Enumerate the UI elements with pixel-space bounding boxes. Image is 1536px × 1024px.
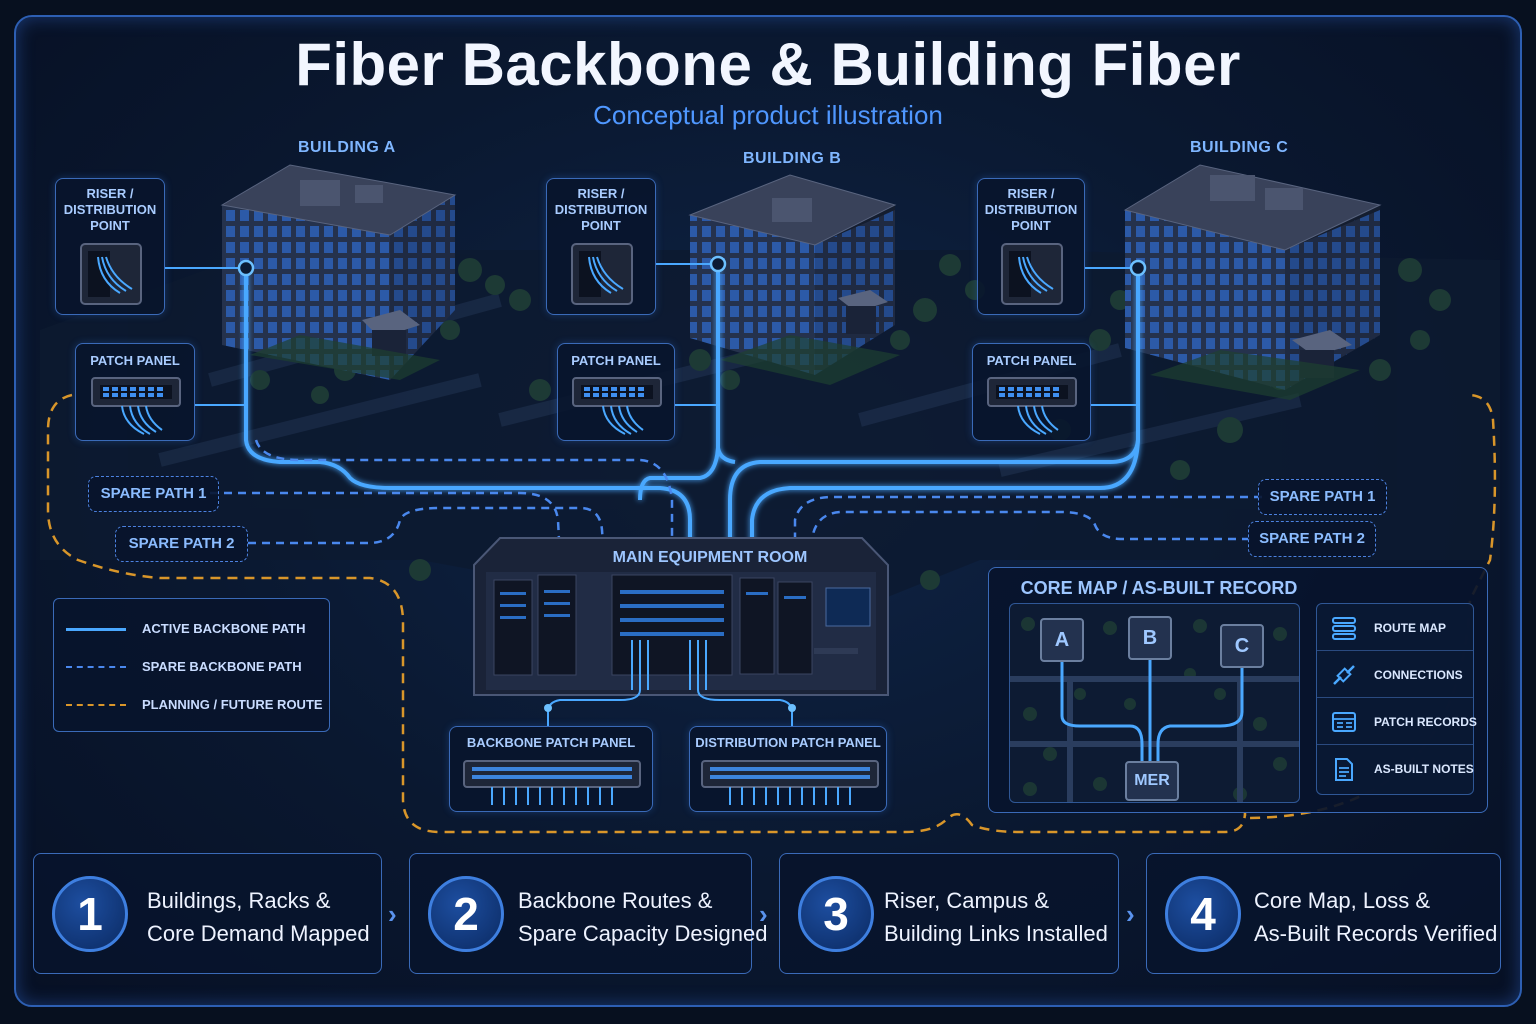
core-map-view[interactable]: A B C MER	[1009, 603, 1300, 803]
core-node-b[interactable]: B	[1128, 616, 1172, 660]
menu-route-map[interactable]: ROUTE MAP	[1317, 604, 1473, 651]
active-backbone-paths	[244, 265, 1140, 560]
core-map-menu: ROUTE MAP CONNECTIONS PATCH RECORDS AS-B…	[1316, 603, 1477, 795]
legend-future: PLANNING / FUTURE ROUTE	[66, 695, 326, 715]
spare-backbone-paths	[210, 439, 1262, 561]
chevron-right-icon: ›	[759, 899, 768, 929]
patch-panel-label: PATCH PANEL	[986, 353, 1077, 368]
building-a-patch-panel-card[interactable]: PATCH PANEL	[75, 343, 195, 441]
backbone-patch-panel-card[interactable]: BACKBONE PATCH PANEL	[449, 726, 653, 812]
card-connectors	[165, 263, 1138, 406]
patch-panel-icon	[987, 377, 1077, 435]
spare-path-1-left[interactable]: SPARE PATH 1	[88, 476, 219, 512]
patch-records-icon	[1332, 712, 1356, 732]
core-node-c[interactable]: C	[1220, 624, 1264, 668]
as-built-notes-icon	[1335, 758, 1353, 781]
core-map-panel: CORE MAP / AS-BUILT RECORD A B C MER	[988, 567, 1488, 813]
step-2-text: Backbone Routes &Spare Capacity Designed	[518, 888, 768, 946]
step-3-number: 3	[798, 876, 874, 952]
core-node-a[interactable]: A	[1040, 618, 1084, 662]
mer-node-right	[788, 704, 796, 712]
patch-panel-label: PATCH PANEL	[90, 353, 180, 368]
step-1-number: 1	[52, 876, 128, 952]
step-4-number: 4	[1165, 876, 1241, 952]
spare-path-2-right[interactable]: SPARE PATH 2	[1248, 521, 1376, 557]
legend-spare-label: SPARE BACKBONE PATH	[142, 659, 302, 674]
distribution-patch-panel-icon	[701, 760, 879, 805]
building-b-label: BUILDING B	[743, 150, 842, 167]
building-c-label: BUILDING C	[1190, 139, 1289, 156]
trees	[250, 254, 1451, 590]
legend-future-label: PLANNING / FUTURE ROUTE	[142, 697, 323, 712]
patch-panel-icon	[572, 377, 662, 435]
distribution-patch-panel-label: DISTRIBUTION PATCH PANEL	[695, 735, 881, 750]
step-3: 3 Riser, Campus &Building Links Installe…	[779, 853, 1119, 974]
step-2-number: 2	[428, 876, 504, 952]
page-title: Fiber Backbone & Building Fiber	[295, 31, 1241, 98]
mer-node-left	[544, 704, 552, 712]
step-2: 2 Backbone Routes &Spare Capacity Design…	[409, 853, 767, 974]
mer-label: MAIN EQUIPMENT ROOM	[612, 549, 808, 566]
legend-spare-swatch	[66, 666, 126, 668]
building-b-illustration	[688, 174, 900, 385]
core-node-mer[interactable]: MER	[1125, 761, 1179, 801]
legend-active-swatch	[66, 628, 126, 631]
menu-connections-label: CONNECTIONS	[1374, 668, 1463, 682]
menu-patch-records[interactable]: PATCH RECORDS	[1317, 698, 1477, 745]
riser-cabinet-icon	[80, 243, 142, 305]
chevron-right-icon: ›	[1126, 899, 1135, 929]
step-1-text: Buildings, Racks &Core Demand Mapped	[147, 888, 370, 946]
spare-path-1-right[interactable]: SPARE PATH 1	[1258, 479, 1387, 515]
step-1: 1 Buildings, Racks &Core Demand Mapped	[33, 853, 382, 974]
legend-spare: SPARE BACKBONE PATH	[66, 657, 326, 677]
patch-panel-icon	[91, 377, 181, 435]
step-4: 4 Core Map, Loss &As-Built Records Verif…	[1146, 853, 1501, 974]
legend-active-label: ACTIVE BACKBONE PATH	[142, 621, 306, 636]
route-map-icon	[1332, 617, 1356, 640]
step-3-text: Riser, Campus &Building Links Installed	[884, 888, 1108, 946]
legend: ACTIVE BACKBONE PATH SPARE BACKBONE PATH…	[53, 598, 330, 732]
menu-route-map-label: ROUTE MAP	[1374, 621, 1446, 635]
core-map-title: CORE MAP / AS-BUILT RECORD	[1020, 578, 1298, 598]
legend-active: ACTIVE BACKBONE PATH	[66, 619, 326, 639]
building-b-patch-panel-card[interactable]: PATCH PANEL	[557, 343, 675, 441]
riser-cabinet-icon	[1001, 243, 1063, 305]
step-4-text: Core Map, Loss &As-Built Records Verifie…	[1254, 888, 1498, 946]
chevron-right-icon: ›	[388, 899, 397, 929]
building-c-patch-panel-card[interactable]: PATCH PANEL	[972, 343, 1091, 441]
backbone-patch-panel-icon	[463, 760, 641, 805]
patch-panel-label: PATCH PANEL	[571, 353, 661, 368]
building-a-label: BUILDING A	[298, 139, 396, 156]
spare-path-2-left[interactable]: SPARE PATH 2	[115, 526, 248, 562]
building-a-illustration	[220, 164, 457, 380]
page-subtitle: Conceptual product illustration	[593, 100, 943, 130]
riser-cabinet-icon	[571, 243, 633, 305]
riser-nodes	[237, 255, 1147, 277]
core-map-graphic	[1010, 617, 1299, 802]
connections-icon	[1333, 665, 1355, 685]
distribution-patch-panel-card[interactable]: DISTRIBUTION PATCH PANEL	[689, 726, 887, 812]
backbone-patch-panel-label: BACKBONE PATCH PANEL	[466, 735, 636, 750]
menu-connections[interactable]: CONNECTIONS	[1317, 651, 1473, 698]
building-c-illustration	[1123, 164, 1382, 400]
menu-as-built-notes-label: AS-BUILT NOTES	[1374, 762, 1474, 776]
menu-as-built-notes[interactable]: AS-BUILT NOTES	[1317, 745, 1474, 792]
menu-patch-records-label: PATCH RECORDS	[1374, 715, 1477, 729]
legend-future-swatch	[66, 704, 126, 706]
mer-room-illustration	[473, 537, 889, 696]
